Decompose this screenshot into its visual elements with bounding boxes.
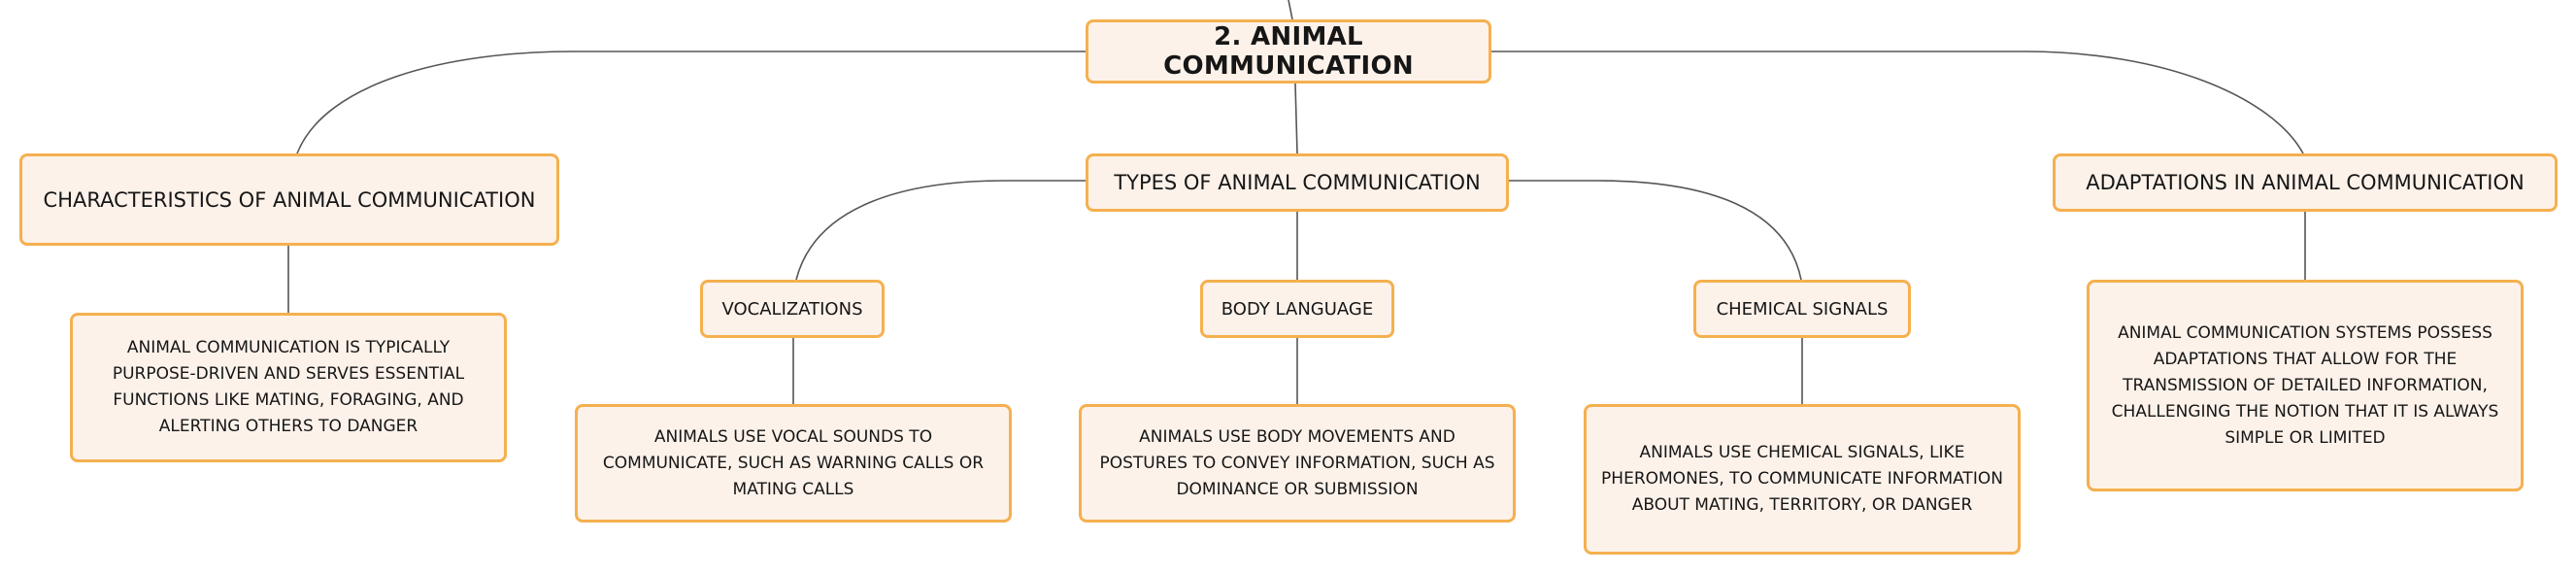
characteristics-node-label: CHARACTERISTICS OF ANIMAL COMMUNICATION xyxy=(43,187,536,212)
adaptations-node[interactable]: ADAPTATIONS IN ANIMAL COMMUNICATION xyxy=(2053,153,2558,212)
chemical-signals-detail-node[interactable]: ANIMALS USE CHEMICAL SIGNALS, LIKE PHERO… xyxy=(1584,404,2021,555)
characteristics-detail-text: ANIMAL COMMUNICATION IS TYPICALLY PURPOS… xyxy=(112,338,465,436)
vocalizations-detail-node[interactable]: ANIMALS USE VOCAL SOUNDS TO COMMUNICATE,… xyxy=(575,404,1012,523)
connector-root-to-characteristics xyxy=(296,51,1086,154)
body-language-detail-text: ANIMALS USE BODY MOVEMENTS AND POSTURES … xyxy=(1099,426,1495,499)
types-node-label: TYPES OF ANIMAL COMMUNICATION xyxy=(1114,171,1481,194)
body-language-node-label: BODY LANGUAGE xyxy=(1221,298,1374,320)
adaptations-detail-node[interactable]: ANIMAL COMMUNICATION SYSTEMS POSSESS ADA… xyxy=(2087,280,2524,491)
connector-root-to-adaptations xyxy=(1491,51,2304,154)
connector-root-to-types xyxy=(1294,83,1298,154)
vocalizations-detail-text: ANIMALS USE VOCAL SOUNDS TO COMMUNICATE,… xyxy=(602,426,985,499)
connector-types-to-vocalizations xyxy=(795,180,1086,281)
chemical-signals-detail-text: ANIMALS USE CHEMICAL SIGNALS, LIKE PHERO… xyxy=(1601,443,2003,515)
connector-parent-to-root xyxy=(1288,0,1293,20)
body-language-detail-node[interactable]: ANIMALS USE BODY MOVEMENTS AND POSTURES … xyxy=(1079,404,1516,523)
characteristics-node[interactable]: CHARACTERISTICS OF ANIMAL COMMUNICATION xyxy=(19,153,559,246)
body-language-node[interactable]: BODY LANGUAGE xyxy=(1200,280,1394,338)
vocalizations-node-label: VOCALIZATIONS xyxy=(721,298,863,320)
root-node[interactable]: 2. ANIMAL COMMUNICATION xyxy=(1086,19,1491,84)
adaptations-detail-text: ANIMAL COMMUNICATION SYSTEMS POSSESS ADA… xyxy=(2111,322,2499,448)
connector-types-to-chemical-signals xyxy=(1509,180,1802,281)
types-node[interactable]: TYPES OF ANIMAL COMMUNICATION xyxy=(1086,153,1509,212)
adaptations-node-label: ADAPTATIONS IN ANIMAL COMMUNICATION xyxy=(2086,171,2525,194)
chemical-signals-node-label: CHEMICAL SIGNALS xyxy=(1716,298,1889,320)
vocalizations-node[interactable]: VOCALIZATIONS xyxy=(700,280,885,338)
characteristics-detail-node[interactable]: ANIMAL COMMUNICATION IS TYPICALLY PURPOS… xyxy=(70,313,507,462)
chemical-signals-node[interactable]: CHEMICAL SIGNALS xyxy=(1693,280,1911,338)
root-node-label: 2. ANIMAL COMMUNICATION xyxy=(1163,22,1414,81)
